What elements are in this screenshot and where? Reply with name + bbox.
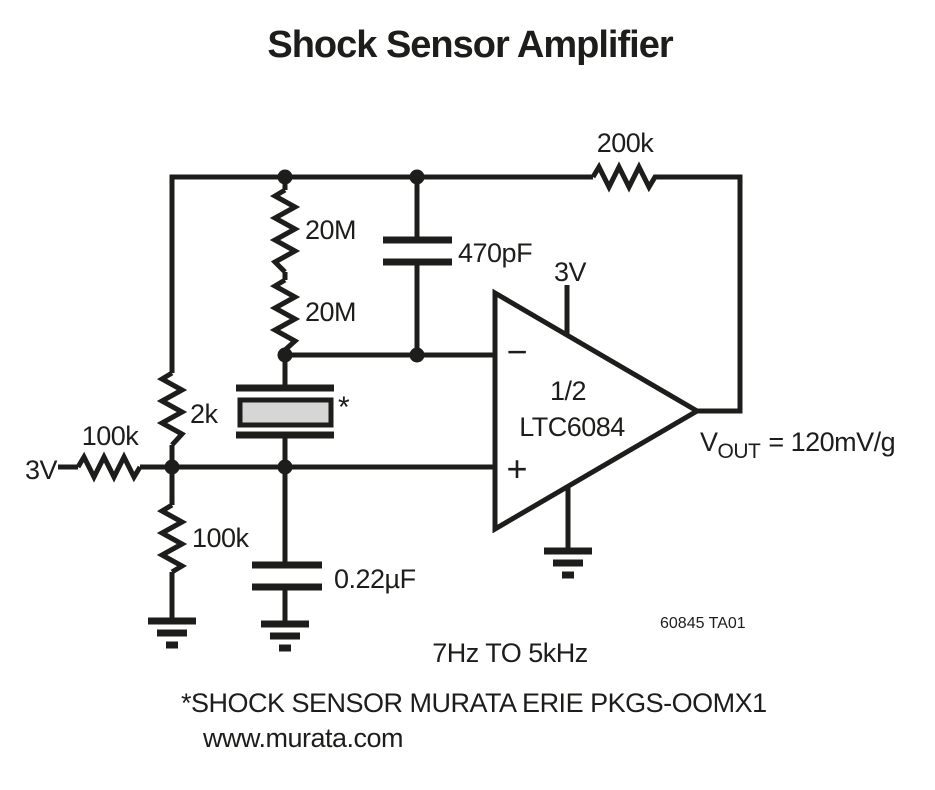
vout-v: V — [700, 427, 718, 457]
sensor-note: *SHOCK SENSOR MURATA ERIE PKGS-OOMX1 — [181, 688, 767, 718]
ground-opamp — [544, 547, 592, 579]
resistor-100k-input — [75, 451, 143, 483]
inverting-input-symbol: − — [506, 331, 527, 372]
resistors — [75, 161, 658, 575]
resistor-20m-bottom-label: 20M — [305, 297, 356, 327]
resistor-20m-bottom — [269, 277, 301, 352]
noninverting-input-symbol: + — [506, 448, 527, 489]
junction-dots — [164, 169, 425, 475]
junction-dot — [277, 459, 293, 475]
resistor-200k — [590, 161, 658, 193]
shock-sensor: * — [236, 384, 350, 439]
vout-subscript: OUT — [718, 440, 762, 463]
sensor-asterisk: * — [338, 391, 350, 424]
resistor-100k-bias-label: 100k — [192, 523, 250, 553]
notes: 7Hz TO 5kHz 60845 TA01 *SHOCK SENSOR MUR… — [181, 615, 767, 753]
capacitor-filter-label: 0.22µF — [334, 564, 416, 594]
resistor-200k-label: 200k — [597, 128, 655, 158]
resistor-2k — [156, 370, 188, 447]
ground-bias — [148, 617, 196, 649]
source-voltage-label: 3V — [25, 455, 58, 485]
opamp-supply-label: 3V — [554, 257, 587, 287]
resistor-2k-label: 2k — [190, 399, 219, 429]
junction-dot — [409, 169, 425, 185]
capacitor-0.22uf — [252, 561, 322, 591]
opamp: − + 1/2 LTC6084 3V — [492, 257, 702, 534]
figure-id: 60845 TA01 — [660, 615, 746, 632]
vout-value: = 120mV/g — [768, 427, 895, 457]
bandwidth-note: 7Hz TO 5kHz — [432, 638, 588, 668]
capacitor-470pf — [383, 236, 452, 266]
resistor-100k-input-label: 100k — [82, 421, 140, 451]
opamp-fraction-label: 1/2 — [550, 376, 586, 406]
opamp-part-label: LTC6084 — [519, 412, 625, 442]
labels: 200k 20M 20M 470pF 2k 100k 3V 100k 0.22µ… — [25, 128, 655, 594]
sensor-url: www.murata.com — [202, 723, 403, 753]
ground-filter — [261, 620, 309, 652]
resistor-20m-top-label: 20M — [305, 215, 356, 245]
junction-dot — [164, 459, 180, 475]
junction-dot — [277, 169, 293, 185]
wire-top-left — [169, 174, 593, 373]
junction-dot — [277, 347, 293, 363]
page-title: Shock Sensor Amplifier — [267, 24, 673, 66]
resistor-100k-bias — [156, 502, 188, 575]
wire-feedback-right — [658, 174, 743, 414]
capacitor-470pf-label: 470pF — [458, 238, 532, 268]
junction-dot — [409, 347, 425, 363]
output-label: VOUT = 120mV/g — [700, 427, 895, 463]
sensor-element — [237, 397, 334, 428]
resistor-20m-top — [269, 187, 301, 274]
wires — [58, 174, 743, 624]
opamp-triangle — [492, 288, 702, 534]
